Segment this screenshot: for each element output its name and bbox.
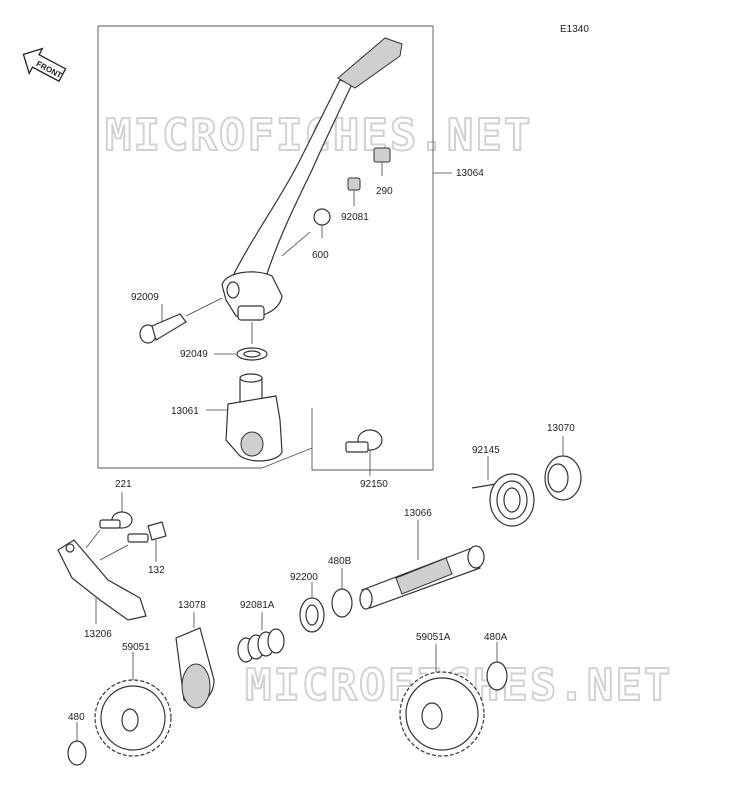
steel-ball-600 — [313, 208, 331, 238]
bolt-132 — [127, 521, 167, 562]
label-290[interactable]: 290 — [376, 186, 393, 197]
label-221[interactable]: 221 — [115, 479, 132, 490]
small-spring-92081 — [347, 177, 361, 206]
label-92009[interactable]: 92009 — [131, 292, 159, 303]
washer-92049 — [214, 322, 268, 361]
circlip-480A — [486, 642, 508, 691]
bolt-92150 — [345, 429, 383, 476]
label-13078[interactable]: 13078 — [178, 600, 206, 611]
knurled-cap-290 — [373, 147, 391, 176]
kick-pedal-lever — [221, 37, 403, 321]
label-13061[interactable]: 13061 — [171, 406, 199, 417]
label-13064[interactable]: 13064 — [456, 168, 484, 179]
label-92081[interactable]: 92081 — [341, 212, 369, 223]
front-direction-arrow-icon: FRONT — [22, 47, 67, 83]
label-59051A[interactable]: 59051A — [416, 632, 451, 643]
gear-59051A — [399, 644, 485, 757]
label-13206[interactable]: 13206 — [84, 629, 112, 640]
label-480B[interactable]: 480B — [328, 556, 352, 567]
circlip-480B — [331, 568, 353, 618]
label-92145[interactable]: 92145 — [472, 445, 500, 456]
label-13066[interactable]: 13066 — [404, 508, 432, 519]
label-92200[interactable]: 92200 — [290, 572, 318, 583]
kick-spring-92145 — [471, 456, 535, 527]
screw-221 — [99, 492, 133, 529]
kick-boss-13061 — [206, 373, 283, 462]
label-59051[interactable]: 59051 — [122, 642, 150, 653]
label-13070[interactable]: 13070 — [547, 423, 575, 434]
guide-13070 — [544, 436, 582, 501]
label-132[interactable]: 132 — [148, 565, 165, 576]
kick-shaft-13066 — [359, 520, 485, 610]
label-92150[interactable]: 92150 — [360, 479, 388, 490]
circlip-480 — [67, 722, 87, 766]
gear-59051 — [94, 652, 172, 757]
washer-92200 — [299, 582, 325, 633]
ratchet-guide-plate-13206 — [57, 529, 147, 624]
ratchet-13078 — [175, 612, 215, 709]
coil-spring-92081A — [237, 612, 285, 663]
label-600[interactable]: 600 — [312, 250, 329, 261]
label-92081A[interactable]: 92081A — [240, 600, 275, 611]
label-92049[interactable]: 92049 — [180, 349, 208, 360]
bolt-92009 — [139, 297, 223, 344]
assembly-frame — [97, 25, 452, 471]
diagram-code: E1340 — [560, 24, 589, 35]
label-480A[interactable]: 480A — [484, 632, 508, 643]
label-480[interactable]: 480 — [68, 712, 85, 723]
